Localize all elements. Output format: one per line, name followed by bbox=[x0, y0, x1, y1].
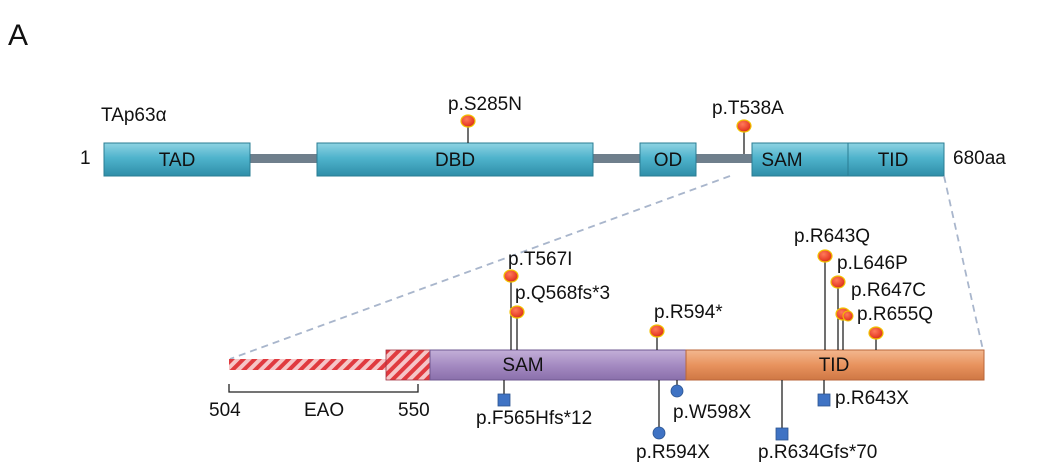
mutation-f565hfs-label: p.F565Hfs*12 bbox=[476, 408, 592, 429]
domain-od: OD bbox=[639, 142, 697, 177]
mutation-r634gfs-label: p.R634Gfs*70 bbox=[758, 442, 877, 463]
mutation-r655q: p.R655Q bbox=[857, 304, 933, 350]
protein-name: TAp63α bbox=[101, 105, 167, 126]
mutation-r594-star: p.R594* bbox=[649, 302, 723, 350]
domain-sam-label: SAM bbox=[761, 150, 802, 171]
mutation-r594-star-label: p.R594* bbox=[654, 302, 723, 323]
zoom-domain-tid: TID bbox=[685, 349, 985, 381]
mutation-q568fs: p.Q568fs*3 bbox=[509, 283, 610, 350]
zoom-domain-sam: SAM bbox=[429, 349, 687, 381]
eao-bracket bbox=[228, 384, 419, 393]
zoom-guide-left bbox=[229, 175, 731, 360]
mutation-l646p-label: p.L646P bbox=[837, 253, 908, 274]
linker-dbd-od bbox=[593, 154, 641, 163]
zoom-domain-tid-label: TID bbox=[819, 355, 850, 376]
mutation-s285n: p.S285N bbox=[448, 94, 522, 143]
domain-tid-label: TID bbox=[878, 150, 909, 171]
eao-end-label: 550 bbox=[398, 400, 430, 421]
mutation-r647c-secondary-marker bbox=[842, 310, 854, 322]
protein-end-label: 680aa bbox=[953, 148, 1006, 169]
domain-dbd-label: DBD bbox=[435, 150, 475, 171]
zoom-guide-right bbox=[943, 175, 984, 351]
mutation-l646p: p.L646P bbox=[830, 253, 908, 350]
domain-tad-label: TAD bbox=[159, 150, 196, 171]
mutation-r643q: p.R643Q bbox=[794, 226, 870, 350]
zoom-start-label: 504 bbox=[209, 400, 241, 421]
zoom-domain-sam-label: SAM bbox=[502, 355, 543, 376]
mutation-s285n-label: p.S285N bbox=[448, 94, 522, 115]
mutation-r643x: p.R643X bbox=[817, 380, 909, 409]
mutation-r594x: p.R594X bbox=[636, 380, 710, 463]
linker-od-sam bbox=[696, 154, 753, 163]
mutation-w598x: p.W598X bbox=[670, 380, 751, 423]
domain-tad: TAD bbox=[103, 142, 251, 177]
mutation-w598x-label: p.W598X bbox=[673, 402, 751, 423]
domain-od-label: OD bbox=[654, 150, 683, 171]
mutation-r655q-label: p.R655Q bbox=[857, 304, 933, 325]
eao-wide-region bbox=[385, 349, 431, 381]
mutation-q568fs-label: p.Q568fs*3 bbox=[515, 283, 610, 304]
mutation-t567i-label: p.T567I bbox=[508, 249, 572, 270]
mutation-r594x-label: p.R594X bbox=[636, 442, 710, 463]
eao-thin-bar bbox=[229, 359, 387, 370]
mutation-r647c-label: p.R647C bbox=[851, 280, 926, 301]
domain-sam-tid: SAM TID bbox=[751, 142, 945, 177]
mutation-r643q-label: p.R643Q bbox=[794, 226, 870, 247]
protein-start-label: 1 bbox=[80, 148, 91, 169]
linker-tad-dbd bbox=[250, 154, 318, 163]
eao-label: EAO bbox=[304, 400, 344, 421]
mutation-r634gfs: p.R634Gfs*70 bbox=[758, 380, 877, 463]
mutation-t538a: p.T538A bbox=[712, 98, 784, 154]
mutation-f565hfs: p.F565Hfs*12 bbox=[476, 380, 592, 429]
domain-dbd: DBD bbox=[316, 142, 594, 177]
mutation-r643x-label: p.R643X bbox=[835, 388, 909, 409]
mutation-t538a-label: p.T538A bbox=[712, 98, 784, 119]
panel-label: A bbox=[8, 19, 28, 52]
